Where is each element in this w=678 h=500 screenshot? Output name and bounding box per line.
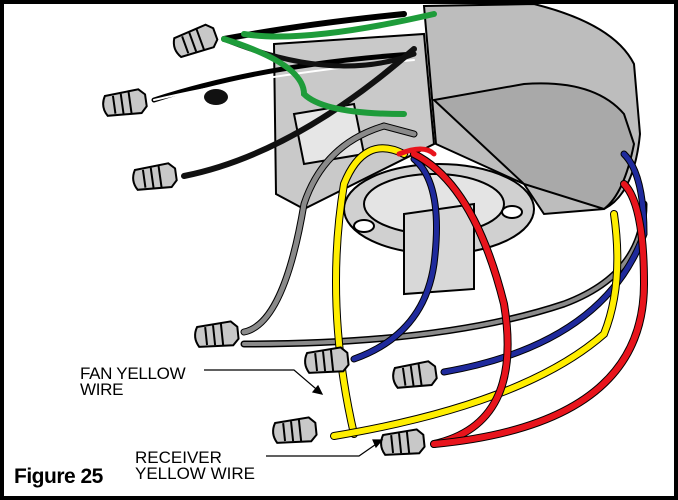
wire-connector — [172, 23, 219, 59]
wire-connector — [304, 346, 350, 374]
black-wire — [181, 46, 417, 179]
wire-connector — [392, 360, 438, 389]
wire-connector — [194, 320, 240, 348]
fan-yellow-callout-line1: FAN YELLOW — [80, 364, 186, 383]
wire-connector — [380, 428, 426, 456]
red-wire — [411, 151, 511, 447]
wire-connector — [132, 162, 178, 191]
receiver-yellow-callout-line2: YELLOW WIRE — [135, 464, 255, 483]
wire-connector — [272, 416, 318, 444]
capped-wire-end — [204, 89, 228, 105]
figure-number: Figure 25 — [14, 465, 103, 488]
wiring-diagram — [102, 4, 649, 457]
fan-motor-housing — [272, 4, 642, 216]
receiver-yellow-wire — [331, 211, 621, 439]
gray-wire — [241, 123, 417, 335]
callout-leaders — [204, 369, 384, 457]
blue-wire — [351, 156, 439, 362]
wire-connectors — [102, 23, 438, 456]
fan-yellow-wire-callout: FAN YELLOW WIRE — [80, 364, 186, 399]
wire-connector — [102, 88, 148, 117]
fan-yellow-callout-line2: WIRE — [80, 380, 124, 399]
green-ground-wire — [221, 36, 407, 117]
receiver-yellow-wire-callout: RECEIVER YELLOW WIRE — [135, 448, 255, 483]
receiver-yellow-callout-line1: RECEIVER — [135, 448, 222, 467]
